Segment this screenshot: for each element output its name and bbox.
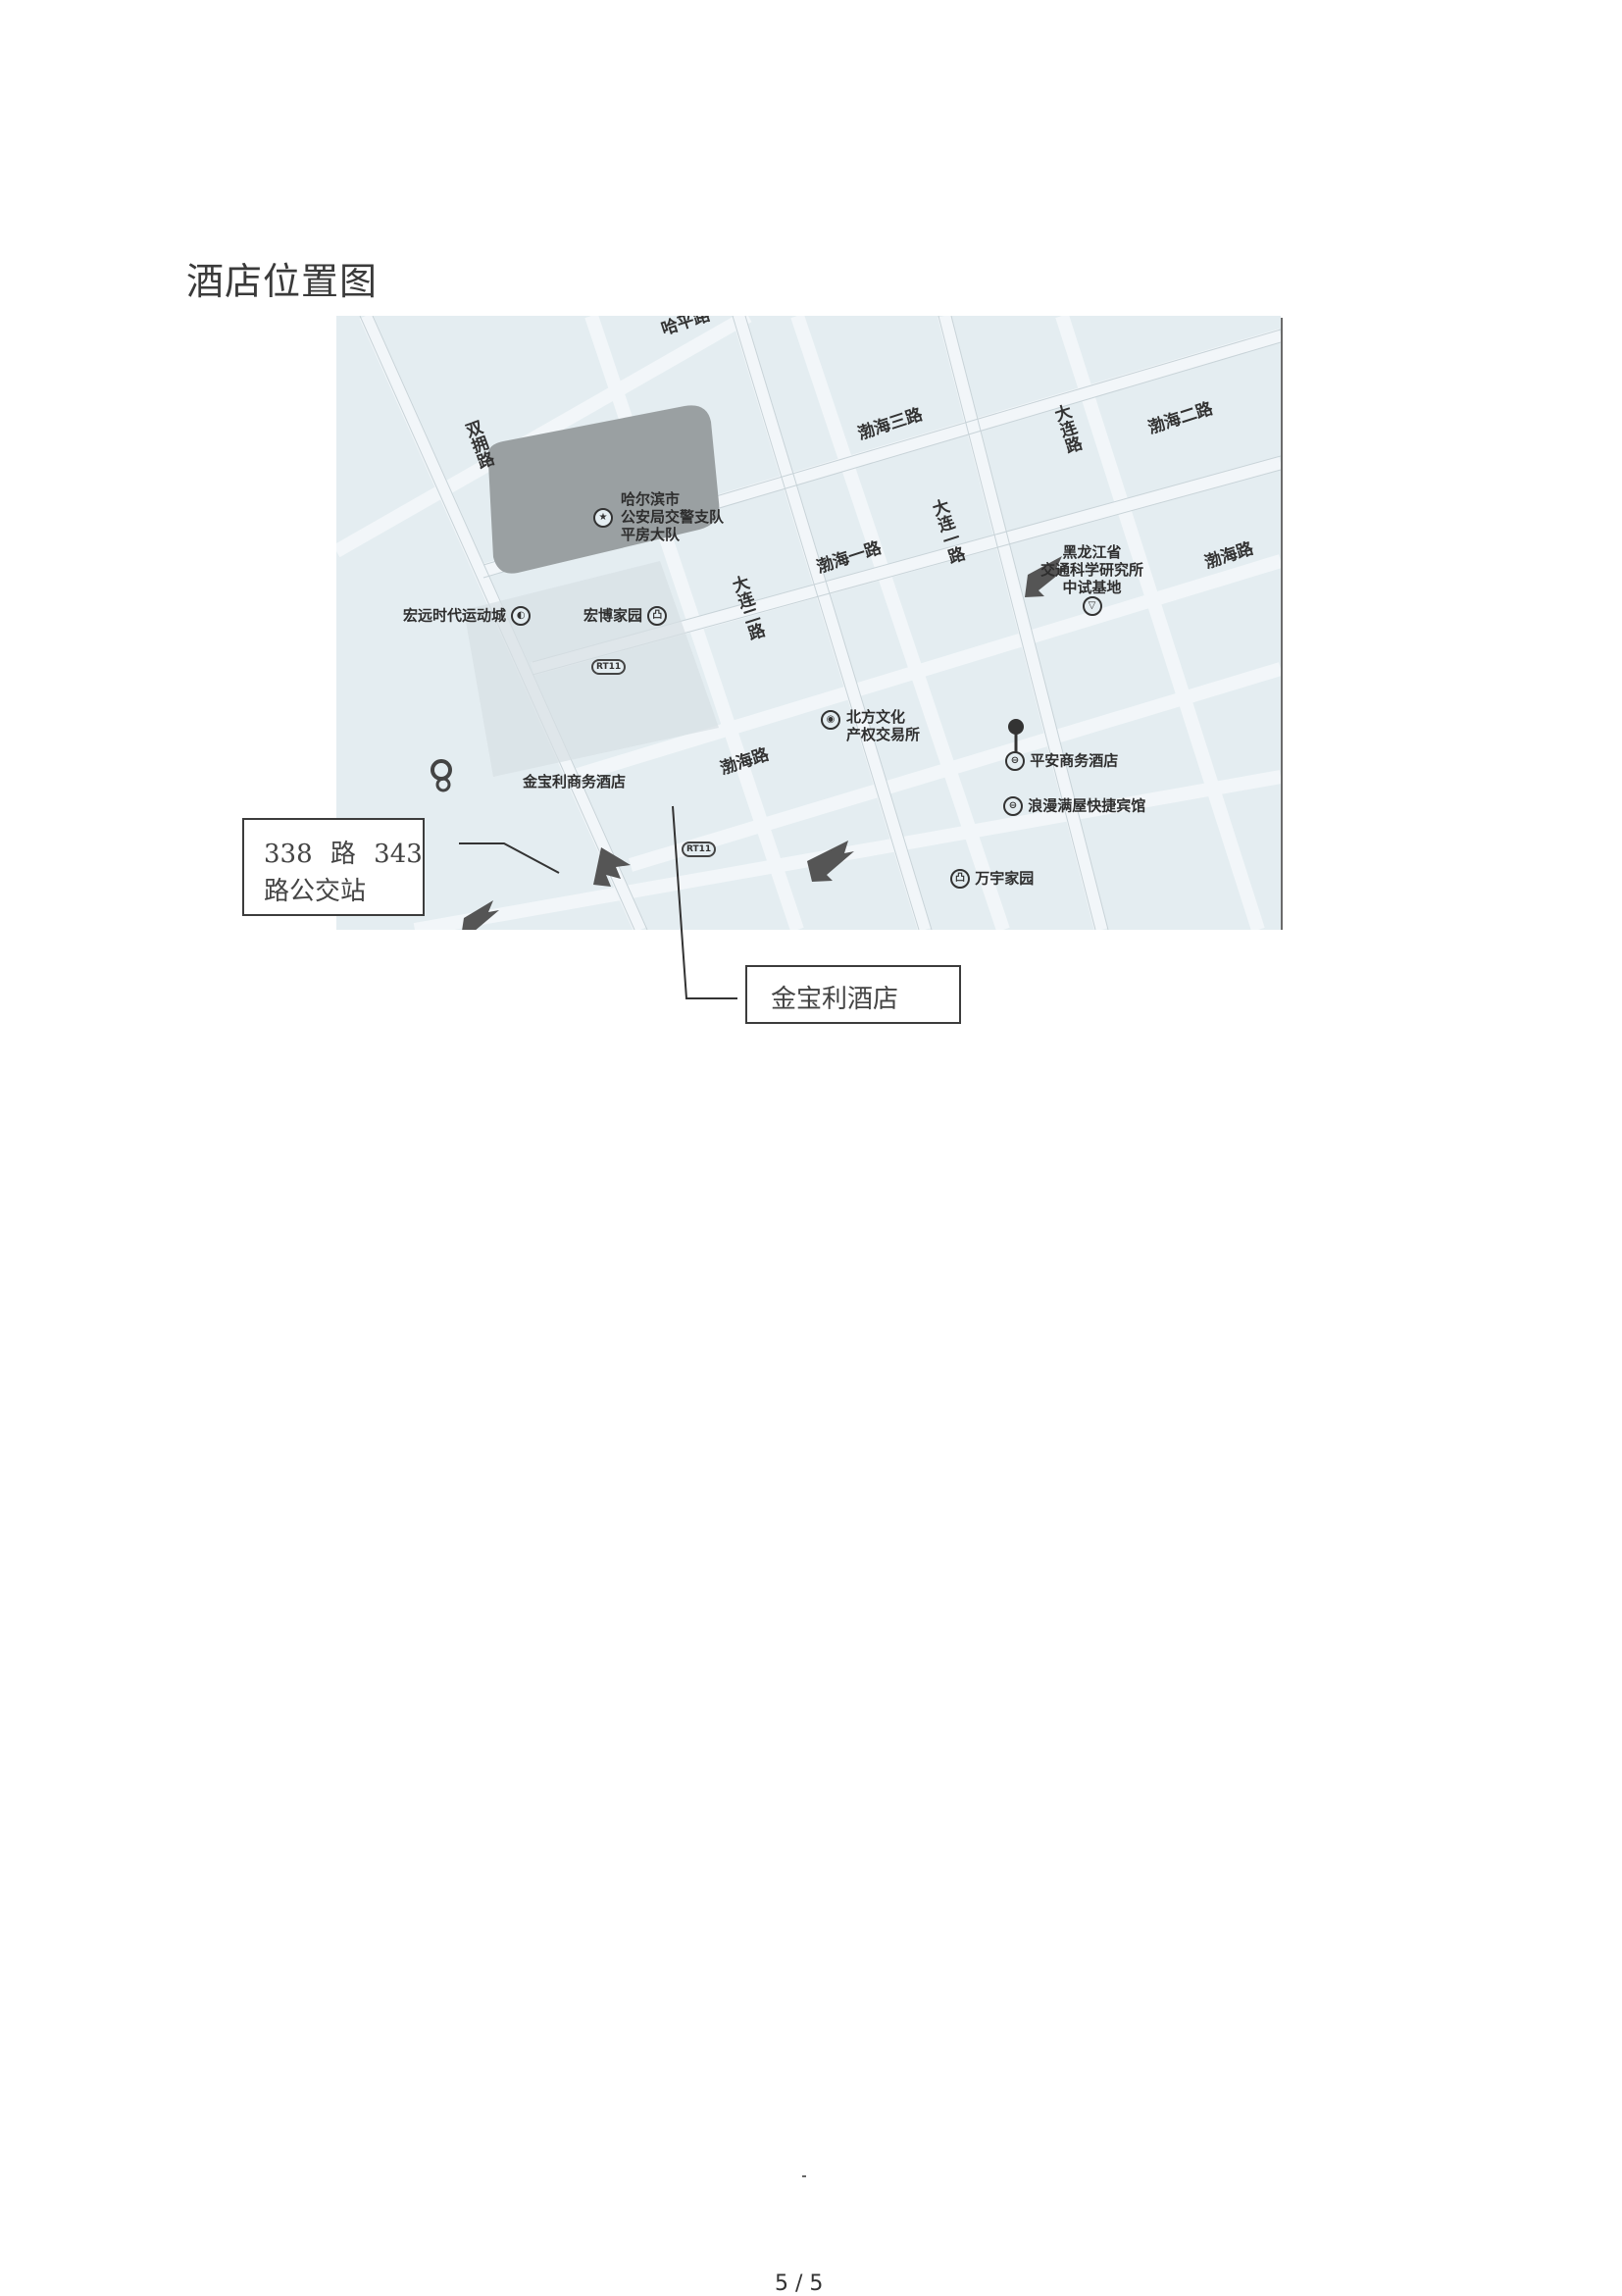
poi-research-line3: 中试基地 <box>1062 579 1122 596</box>
poi-police[interactable]: ★ 哈尔滨市 公安局交警支队 平房大队 <box>593 490 725 543</box>
poi-hongbo[interactable]: 宏博家园 凸 <box>583 606 668 626</box>
hotel-icon: ⊖ <box>1003 796 1023 816</box>
residence-icon: 凸 <box>950 869 970 889</box>
hotel-callout: 金宝利酒店 <box>745 965 961 1024</box>
callout-leaders <box>459 805 737 999</box>
building-icon: ◉ <box>821 710 840 730</box>
poi-wanyu[interactable]: 凸 万宇家园 <box>950 869 1034 889</box>
bus-stop-callout: 338 路 343 路公交站 <box>242 818 425 916</box>
institute-icon: ▽ <box>1082 596 1102 616</box>
poi-pingan-label: 平安商务酒店 <box>1030 751 1119 770</box>
poi-sports-label: 宏远时代运动城 <box>403 606 507 625</box>
hotel-callout-label: 金宝利酒店 <box>771 985 899 1014</box>
poi-police-line2: 公安局交警支队 <box>621 508 725 526</box>
poi-culture-line1: 北方文化 <box>846 708 906 726</box>
poi-sports-city[interactable]: 宏远时代运动城 ◐ <box>403 606 532 626</box>
residence-icon: 凸 <box>647 606 668 626</box>
poi-jinbaoli-label: 金宝利商务酒店 <box>523 773 627 791</box>
bus-stop-callout-line1: 338 路 343 <box>264 840 423 869</box>
hotel-icon: ⊖ <box>1005 751 1025 771</box>
poi-police-line1: 哈尔滨市 <box>621 490 681 508</box>
route-badge: RT11 <box>682 842 717 857</box>
government-block <box>487 405 720 574</box>
direction-arrows <box>462 556 1068 930</box>
poi-langman-label: 浪漫满屋快捷宾馆 <box>1028 796 1146 815</box>
poi-jinbaoli-hotel[interactable]: 金宝利商务酒店 <box>523 773 626 791</box>
poi-pingan-hotel[interactable]: ⊖ 平安商务酒店 <box>1005 751 1118 771</box>
scan-mark <box>802 2175 806 2177</box>
poi-wanyu-label: 万宇家园 <box>975 869 1035 888</box>
poi-research-line2: 交通科学研究所 <box>1040 561 1144 579</box>
poi-research-institute[interactable]: 黑龙江省 交通科学研究所 中试基地 ▽ <box>1040 543 1143 616</box>
map-border <box>1281 318 1283 930</box>
bus-stop-callout-line2: 路公交站 <box>264 877 367 906</box>
star-icon: ★ <box>593 508 613 528</box>
page-number: 5 / 5 <box>775 2271 824 2296</box>
sports-icon: ◐ <box>511 606 532 626</box>
route-badge: RT11 <box>591 659 627 675</box>
page-title: 酒店位置图 <box>186 260 379 303</box>
poi-langman-hotel[interactable]: ⊖ 浪漫满屋快捷宾馆 <box>1003 796 1145 816</box>
poi-hongbo-label: 宏博家园 <box>583 606 643 625</box>
poi-research-line1: 黑龙江省 <box>1062 543 1122 561</box>
poi-police-line3: 平房大队 <box>621 526 681 543</box>
hotel-location-map[interactable]: 哈平路 双拥路 渤海三路 渤海二路 渤海一路 渤海路 渤海路 大连路 大连一路 … <box>336 316 1281 930</box>
poi-culture-line2: 产权交易所 <box>846 726 921 743</box>
poi-culture-exchange[interactable]: ◉ 北方文化 产权交易所 <box>821 708 921 743</box>
